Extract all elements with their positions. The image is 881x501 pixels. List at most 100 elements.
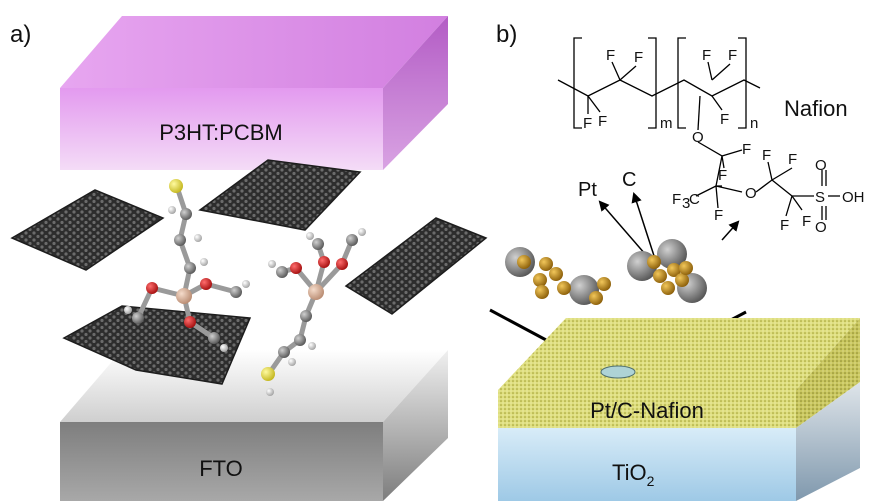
fluorine-label: F	[606, 47, 615, 64]
fluorine-label: F	[762, 147, 771, 164]
pt-particle	[517, 255, 531, 269]
p3ht-front-face	[60, 88, 383, 170]
bracket-right-2	[738, 37, 747, 129]
hydrogen-atom	[358, 228, 366, 236]
panel-a: a) FTO P3HT:PCBM	[10, 16, 488, 501]
fto-front-face	[60, 422, 383, 501]
carbon-atom	[180, 208, 192, 220]
fto-label: FTO	[199, 456, 243, 481]
nafion-label: Nafion	[784, 96, 848, 121]
oxygen-label: O	[745, 185, 757, 202]
silane-molecule-right	[261, 228, 366, 396]
carbon-atom	[174, 234, 186, 246]
nafion-structure-labels: F F F F F F F m n O F F O F F F F F S O …	[583, 47, 865, 236]
cf3-f-label: F	[672, 191, 681, 208]
fluorine-label: F	[728, 47, 737, 64]
carbon-atom	[300, 310, 312, 322]
pt-particle	[667, 263, 681, 277]
repeat-m: m	[660, 115, 673, 132]
carbon-atom	[346, 234, 358, 246]
zoom-spot	[600, 365, 636, 379]
silane-molecule-left	[124, 179, 250, 352]
fto-side-face	[383, 350, 448, 501]
p3ht-pcbm-block: P3HT:PCBM	[60, 16, 448, 170]
graphene-sheet	[344, 217, 488, 315]
hydrogen-atom	[308, 342, 316, 350]
hydrogen-atom	[268, 260, 276, 268]
coating-label: Pt/C-Nafion	[590, 398, 704, 423]
c-arrow	[631, 192, 657, 263]
sulfur-atom	[261, 367, 275, 381]
hydroxyl-label: OH	[842, 189, 865, 206]
bracket-right-1	[648, 37, 657, 129]
pt-particle	[675, 273, 689, 287]
pt-particle	[557, 281, 571, 295]
fluorine-label: F	[802, 213, 811, 230]
tio2-side-face	[796, 382, 860, 501]
pt-particle	[661, 281, 675, 295]
pt-particle	[535, 285, 549, 299]
fluorine-label: F	[718, 167, 727, 184]
pt-label: Pt	[578, 179, 597, 201]
pt-particle	[647, 255, 661, 269]
tio2-label: TiO2	[612, 460, 655, 489]
sulfur-label: S	[815, 189, 825, 206]
oxygen-atom	[146, 282, 158, 294]
graphene-sheet	[198, 159, 362, 231]
carbon-atom	[278, 346, 290, 358]
oxygen-label: O	[692, 129, 704, 146]
p3ht-pcbm-label: P3HT:PCBM	[159, 120, 282, 145]
silicon-atom	[308, 284, 324, 300]
fluorine-label: F	[702, 47, 711, 64]
silicon-atom	[176, 288, 192, 304]
fluorine-label: F	[598, 113, 607, 130]
oxygen-atom	[336, 258, 348, 270]
cf3-c-label: C	[689, 191, 700, 208]
hydrogen-atom	[124, 306, 132, 314]
pt-particle	[653, 269, 667, 283]
oxygen-atom	[290, 262, 302, 274]
coating-front-face	[498, 390, 796, 428]
pt-particle	[549, 267, 563, 281]
coating-top-face	[498, 318, 860, 390]
sulfur-atom	[169, 179, 183, 193]
carbon-atom	[230, 286, 242, 298]
p3ht-top-face	[60, 16, 448, 88]
hydrogen-atom	[242, 280, 250, 288]
fluorine-label: F	[634, 49, 643, 66]
carbon-atom	[276, 266, 288, 278]
graphene-sheet	[62, 305, 252, 385]
backbone	[557, 79, 761, 97]
pt-particle	[589, 291, 603, 305]
fto-block: FTO	[60, 350, 448, 501]
cf3-subscript: 3	[682, 195, 690, 212]
oxygen-atom	[200, 278, 212, 290]
hydrogen-atom	[266, 388, 274, 396]
oxygen-label: O	[815, 219, 827, 236]
hydrogen-atom	[220, 344, 228, 352]
graphene-sheets	[10, 159, 488, 385]
fluorine-label: F	[714, 207, 723, 224]
p3ht-side-face	[383, 16, 448, 170]
panel-a-label: a)	[10, 21, 31, 48]
hydrogen-atom	[288, 358, 296, 366]
tio2-front-face	[498, 428, 796, 501]
pt-c-cluster-right	[627, 239, 707, 303]
pt-particle	[533, 273, 547, 287]
carbon-atom	[184, 262, 196, 274]
fluorine-label: F	[720, 111, 729, 128]
fluorine-label: F	[788, 151, 797, 168]
carbon-atom	[132, 312, 144, 324]
carbon-atom	[208, 332, 220, 344]
fluorine-label: F	[780, 217, 789, 234]
nafion-structure	[557, 37, 840, 220]
carbon-atom	[312, 238, 324, 250]
coating-block: Pt/C-Nafion	[498, 318, 860, 428]
oxygen-label: O	[815, 157, 827, 174]
pt-particle	[539, 257, 553, 271]
oxygen-atom	[318, 256, 330, 268]
fluorine-label: F	[583, 115, 592, 132]
carbon-atom	[294, 334, 306, 346]
coating-side-face	[796, 318, 860, 428]
pt-c-cluster-left	[505, 247, 611, 305]
